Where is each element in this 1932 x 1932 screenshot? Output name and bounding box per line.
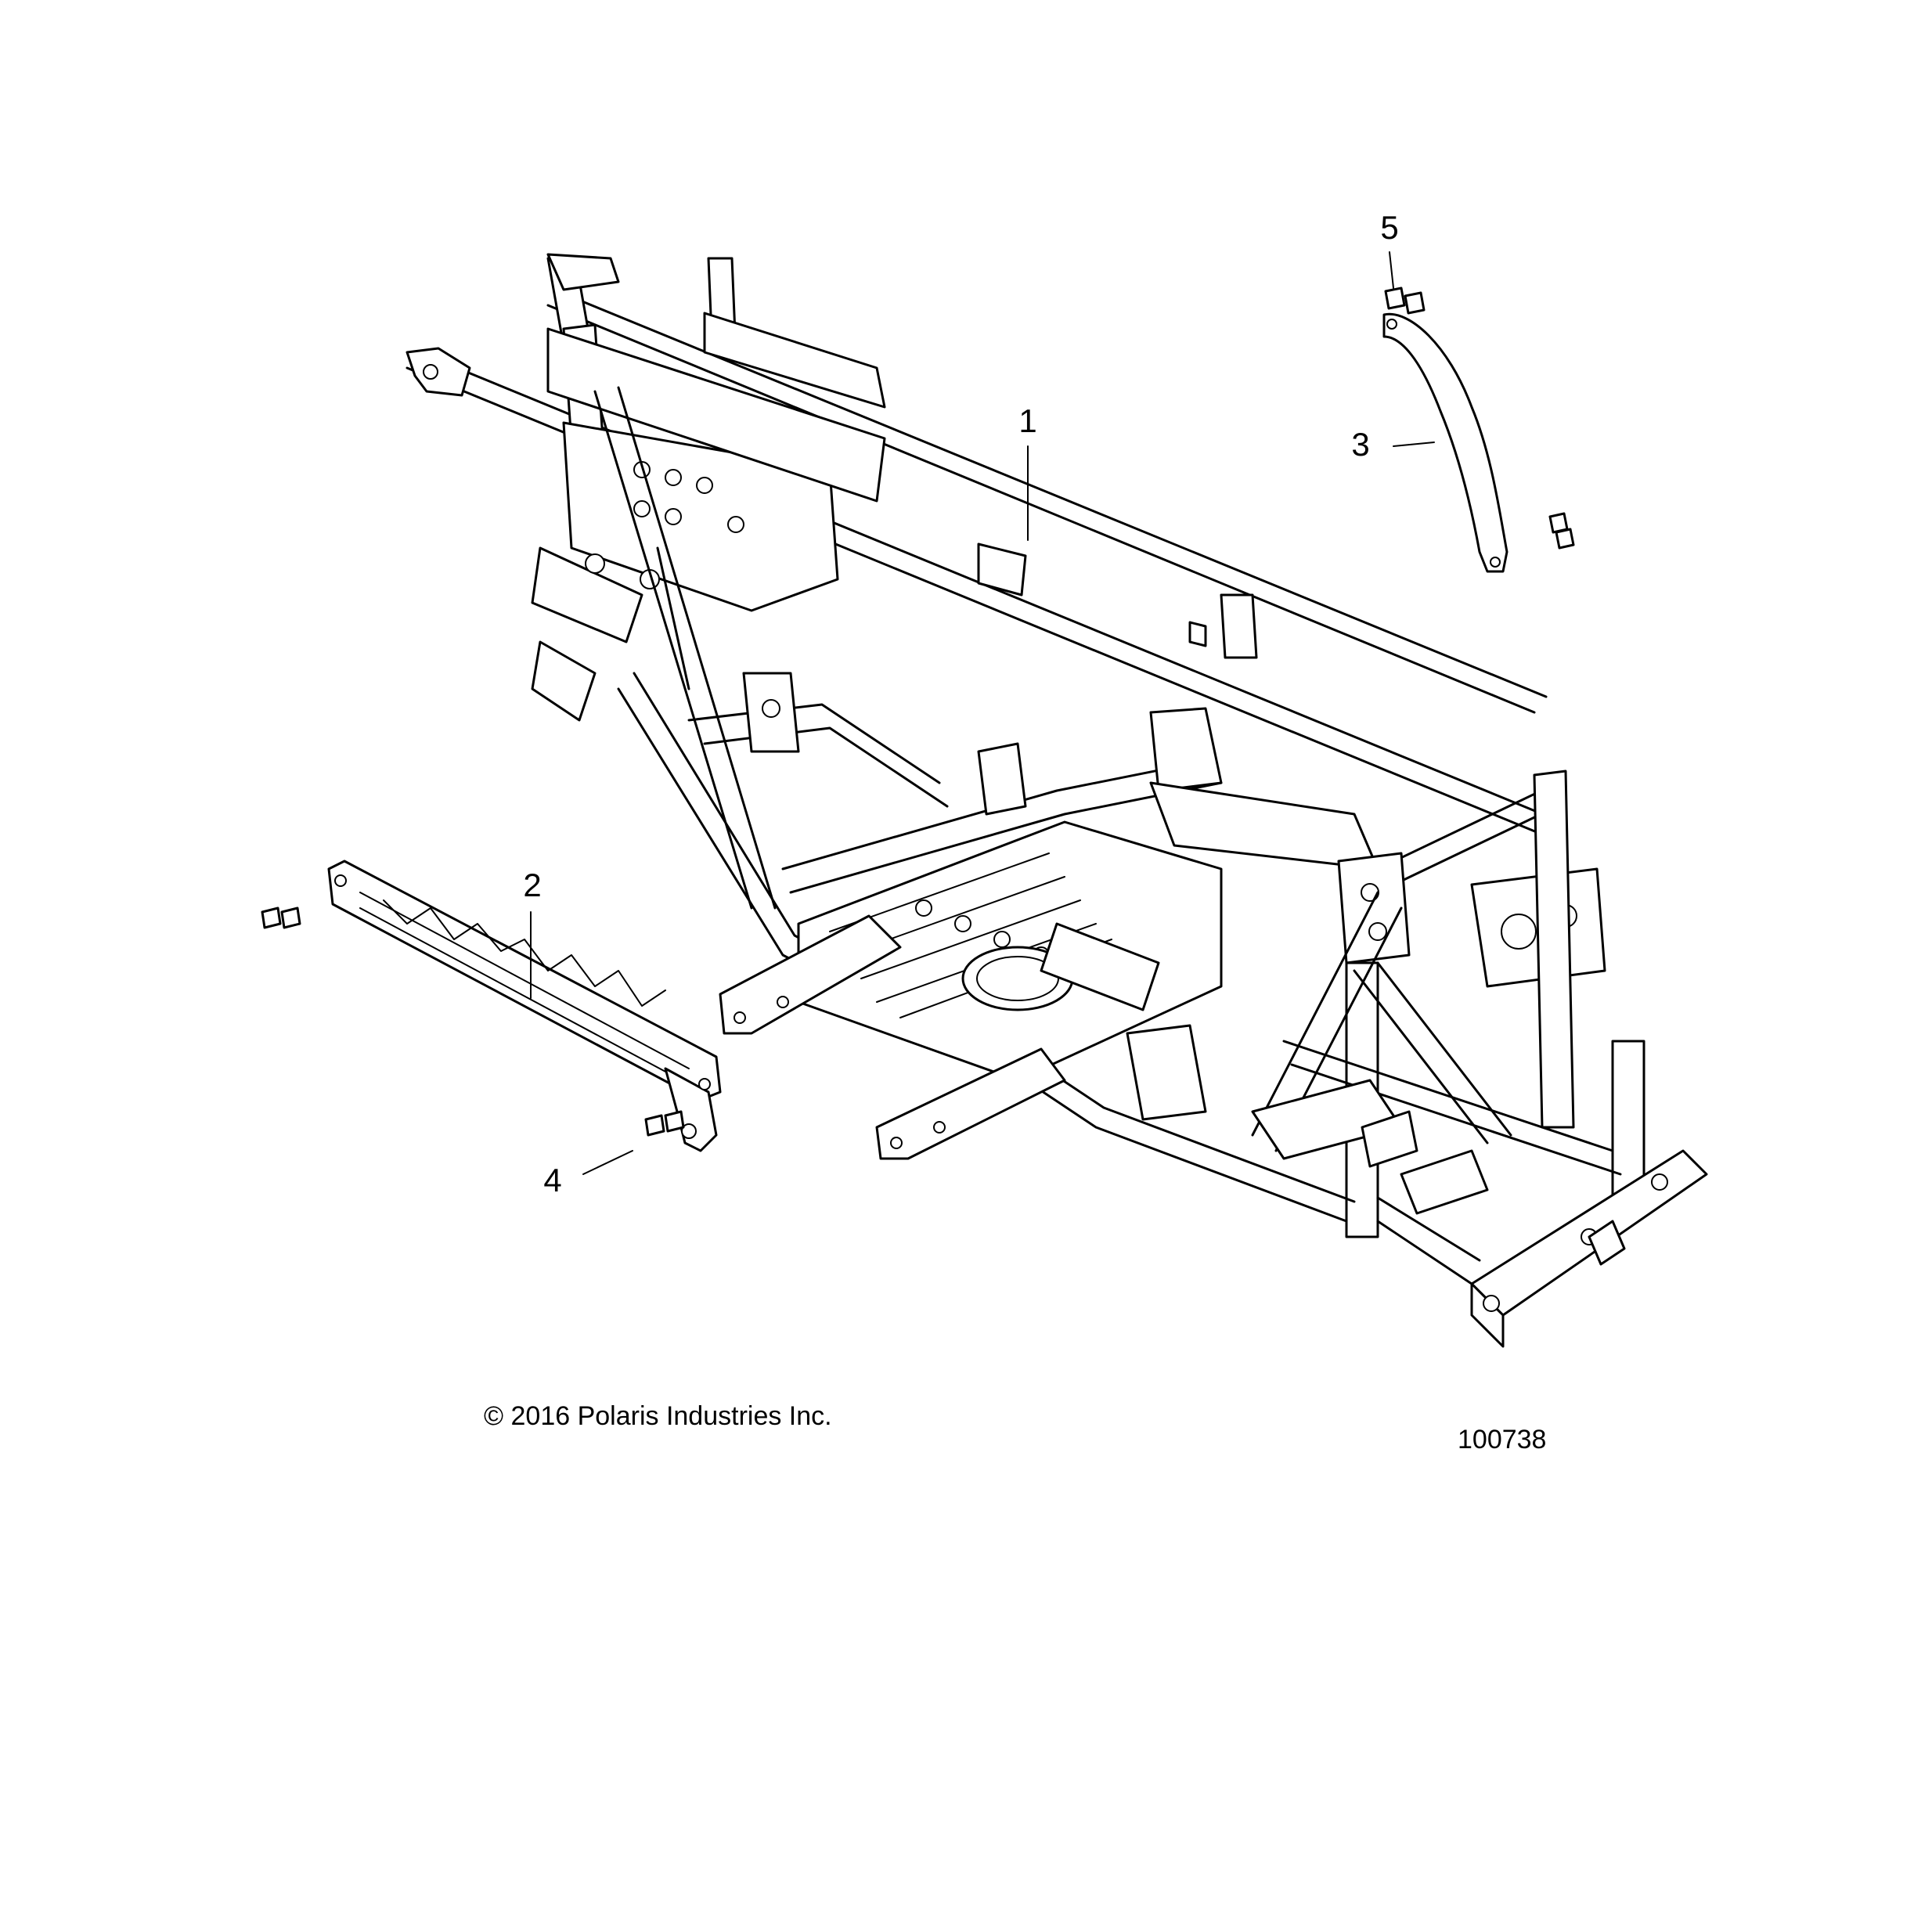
leader-line-3	[1393, 442, 1435, 447]
copyright-notice: © 2016 Polaris Industries Inc.	[484, 1401, 832, 1431]
callout-1[interactable]: 1	[1018, 402, 1036, 439]
leader-lines	[530, 251, 1435, 1175]
front-cross-brace-part-2[interactable]	[327, 860, 722, 1152]
leader-line-5	[1389, 251, 1394, 289]
rear-strap-bracket-part-3[interactable]	[1382, 312, 1508, 573]
figure-number: 100738	[1458, 1425, 1547, 1454]
callout-5[interactable]: 5	[1380, 209, 1398, 246]
brace-bolts-part-4[interactable]	[261, 907, 685, 1137]
callout-2[interactable]: 2	[523, 867, 541, 903]
frame-part-1[interactable]	[406, 253, 1708, 1348]
callout-4[interactable]: 4	[543, 1162, 561, 1198]
callout-3[interactable]: 3	[1351, 426, 1369, 463]
strap-bolts-part-5[interactable]	[1384, 287, 1575, 550]
leader-line-4	[582, 1150, 633, 1175]
